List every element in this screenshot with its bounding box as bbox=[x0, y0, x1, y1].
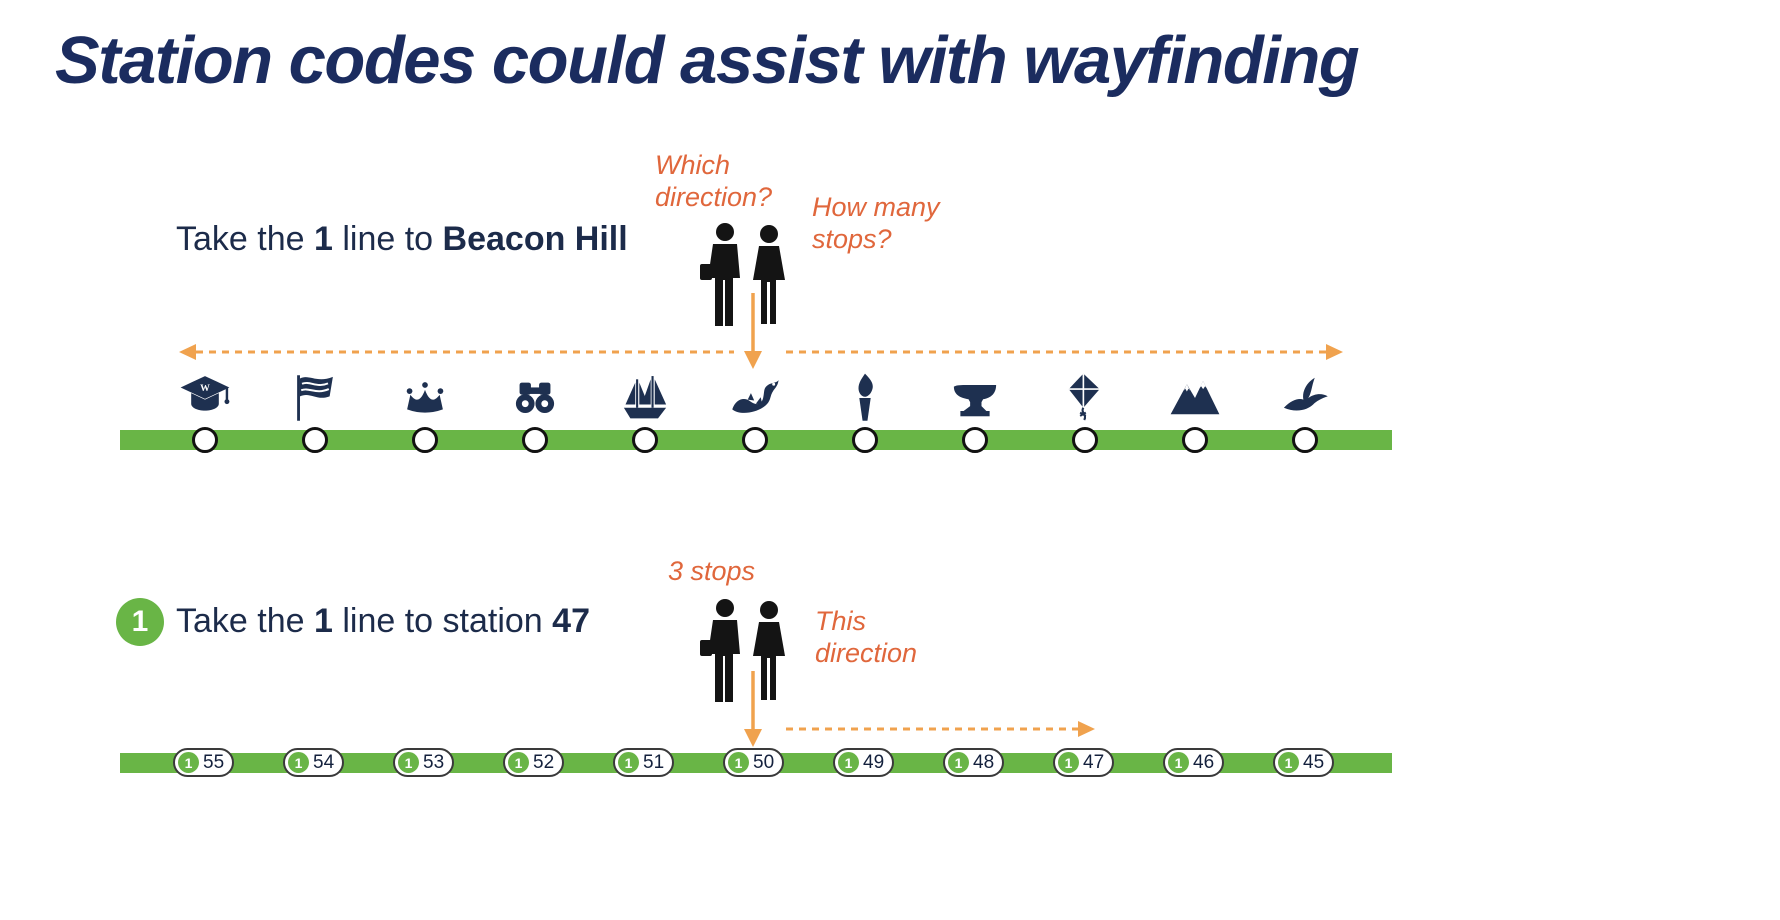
torch-icon bbox=[839, 372, 891, 424]
graduation-cap-icon bbox=[179, 372, 231, 424]
line-1-badge: 1 bbox=[116, 598, 164, 646]
dragon-icon bbox=[729, 372, 781, 424]
station-code: 48 bbox=[973, 751, 995, 773]
station-code: 54 bbox=[313, 751, 335, 773]
line-1-badge: 1 bbox=[508, 752, 529, 773]
station-code: 47 bbox=[1083, 751, 1105, 773]
line-1-badge: 1 bbox=[728, 752, 749, 773]
instruction-text: Take the bbox=[176, 220, 314, 258]
line-1-badge: 1 bbox=[398, 752, 419, 773]
line-1-badge: 1 bbox=[1278, 752, 1299, 773]
station-code: 49 bbox=[863, 751, 885, 773]
flag-icon bbox=[289, 372, 341, 424]
instruction-text: line to bbox=[332, 220, 443, 258]
instruction-text: line to station bbox=[332, 602, 553, 640]
station-marker bbox=[1182, 427, 1208, 453]
station-marker bbox=[192, 427, 218, 453]
this-direction-annotation: This direction bbox=[815, 606, 918, 668]
station-marker bbox=[302, 427, 328, 453]
station-marker bbox=[412, 427, 438, 453]
ship-icon bbox=[619, 372, 671, 424]
three-stops-annotation: 3 stops bbox=[668, 556, 756, 586]
binoculars-icon bbox=[509, 372, 561, 424]
tiara-icon bbox=[399, 372, 451, 424]
how-many-stops-annotation: How many stops? bbox=[812, 192, 940, 254]
top-instruction: Take the 1 line to Beacon Hill bbox=[176, 220, 628, 259]
mountain-icon bbox=[1169, 372, 1221, 424]
line-1-badge: 1 bbox=[948, 752, 969, 773]
station-marker bbox=[1292, 427, 1318, 453]
line-1-badge: 1 bbox=[838, 752, 859, 773]
dashed-right-arrow-icon bbox=[786, 344, 1343, 360]
line-1-badge: 1 bbox=[618, 752, 639, 773]
anvil-icon bbox=[949, 372, 1001, 424]
dashed-right-arrow-icon bbox=[786, 721, 1095, 737]
bottom-instruction: Take the 1 line to station 47 bbox=[176, 602, 590, 641]
line-1-badge: 1 bbox=[1168, 752, 1189, 773]
station-marker bbox=[522, 427, 548, 453]
which-direction-annotation: Which direction? bbox=[655, 150, 773, 212]
station-marker bbox=[1072, 427, 1098, 453]
station-marker bbox=[632, 427, 658, 453]
station-code: 52 bbox=[533, 751, 555, 773]
line-1-badge: 1 bbox=[1058, 752, 1079, 773]
line-number: 1 bbox=[313, 602, 333, 640]
station-marker bbox=[742, 427, 768, 453]
line-1-badge: 1 bbox=[288, 752, 309, 773]
kite-icon bbox=[1059, 372, 1111, 424]
line-1-badge: 1 bbox=[178, 752, 199, 773]
station-code: 46 bbox=[1193, 751, 1215, 773]
down-arrow-icon bbox=[744, 671, 762, 747]
page-title: Station codes could assist with wayfindi… bbox=[55, 23, 1360, 98]
line-number: 1 bbox=[313, 220, 333, 258]
dashed-left-arrow-icon bbox=[179, 344, 734, 360]
station-code: 50 bbox=[753, 751, 775, 773]
instruction-text: Take the bbox=[176, 602, 314, 640]
down-arrow-icon bbox=[744, 293, 762, 369]
station-code: 45 bbox=[1303, 751, 1325, 773]
destination-name: Beacon Hill bbox=[442, 220, 628, 258]
station-code: 53 bbox=[423, 751, 445, 773]
station-code: 55 bbox=[203, 751, 225, 773]
bird-icon bbox=[1279, 372, 1331, 424]
destination-code: 47 bbox=[552, 602, 590, 640]
station-marker bbox=[852, 427, 878, 453]
station-code: 51 bbox=[643, 751, 665, 773]
station-marker bbox=[962, 427, 988, 453]
